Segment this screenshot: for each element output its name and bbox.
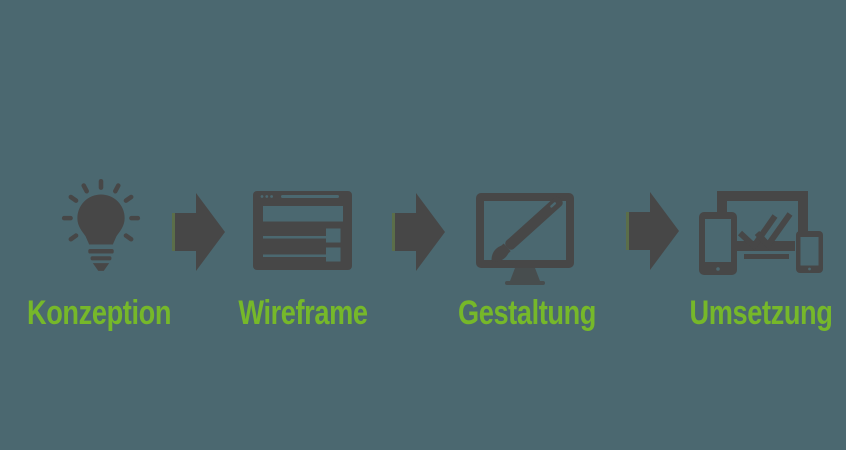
arrow-right-icon [392,193,445,271]
lightbulb-idea-icon [61,179,141,271]
arrow-right-icon [172,193,225,271]
monitor-paintbrush-icon [476,193,574,285]
responsive-devices-check-icon [699,191,823,275]
step-label-konzeption: Konzeption [26,294,172,332]
step-label-umsetzung: Umsetzung [689,294,833,332]
arrow-right-icon [626,192,679,270]
step-label-gestaltung: Gestaltung [457,294,597,332]
step-label-wireframe: Wireframe [238,294,368,332]
browser-wireframe-icon [253,191,352,270]
